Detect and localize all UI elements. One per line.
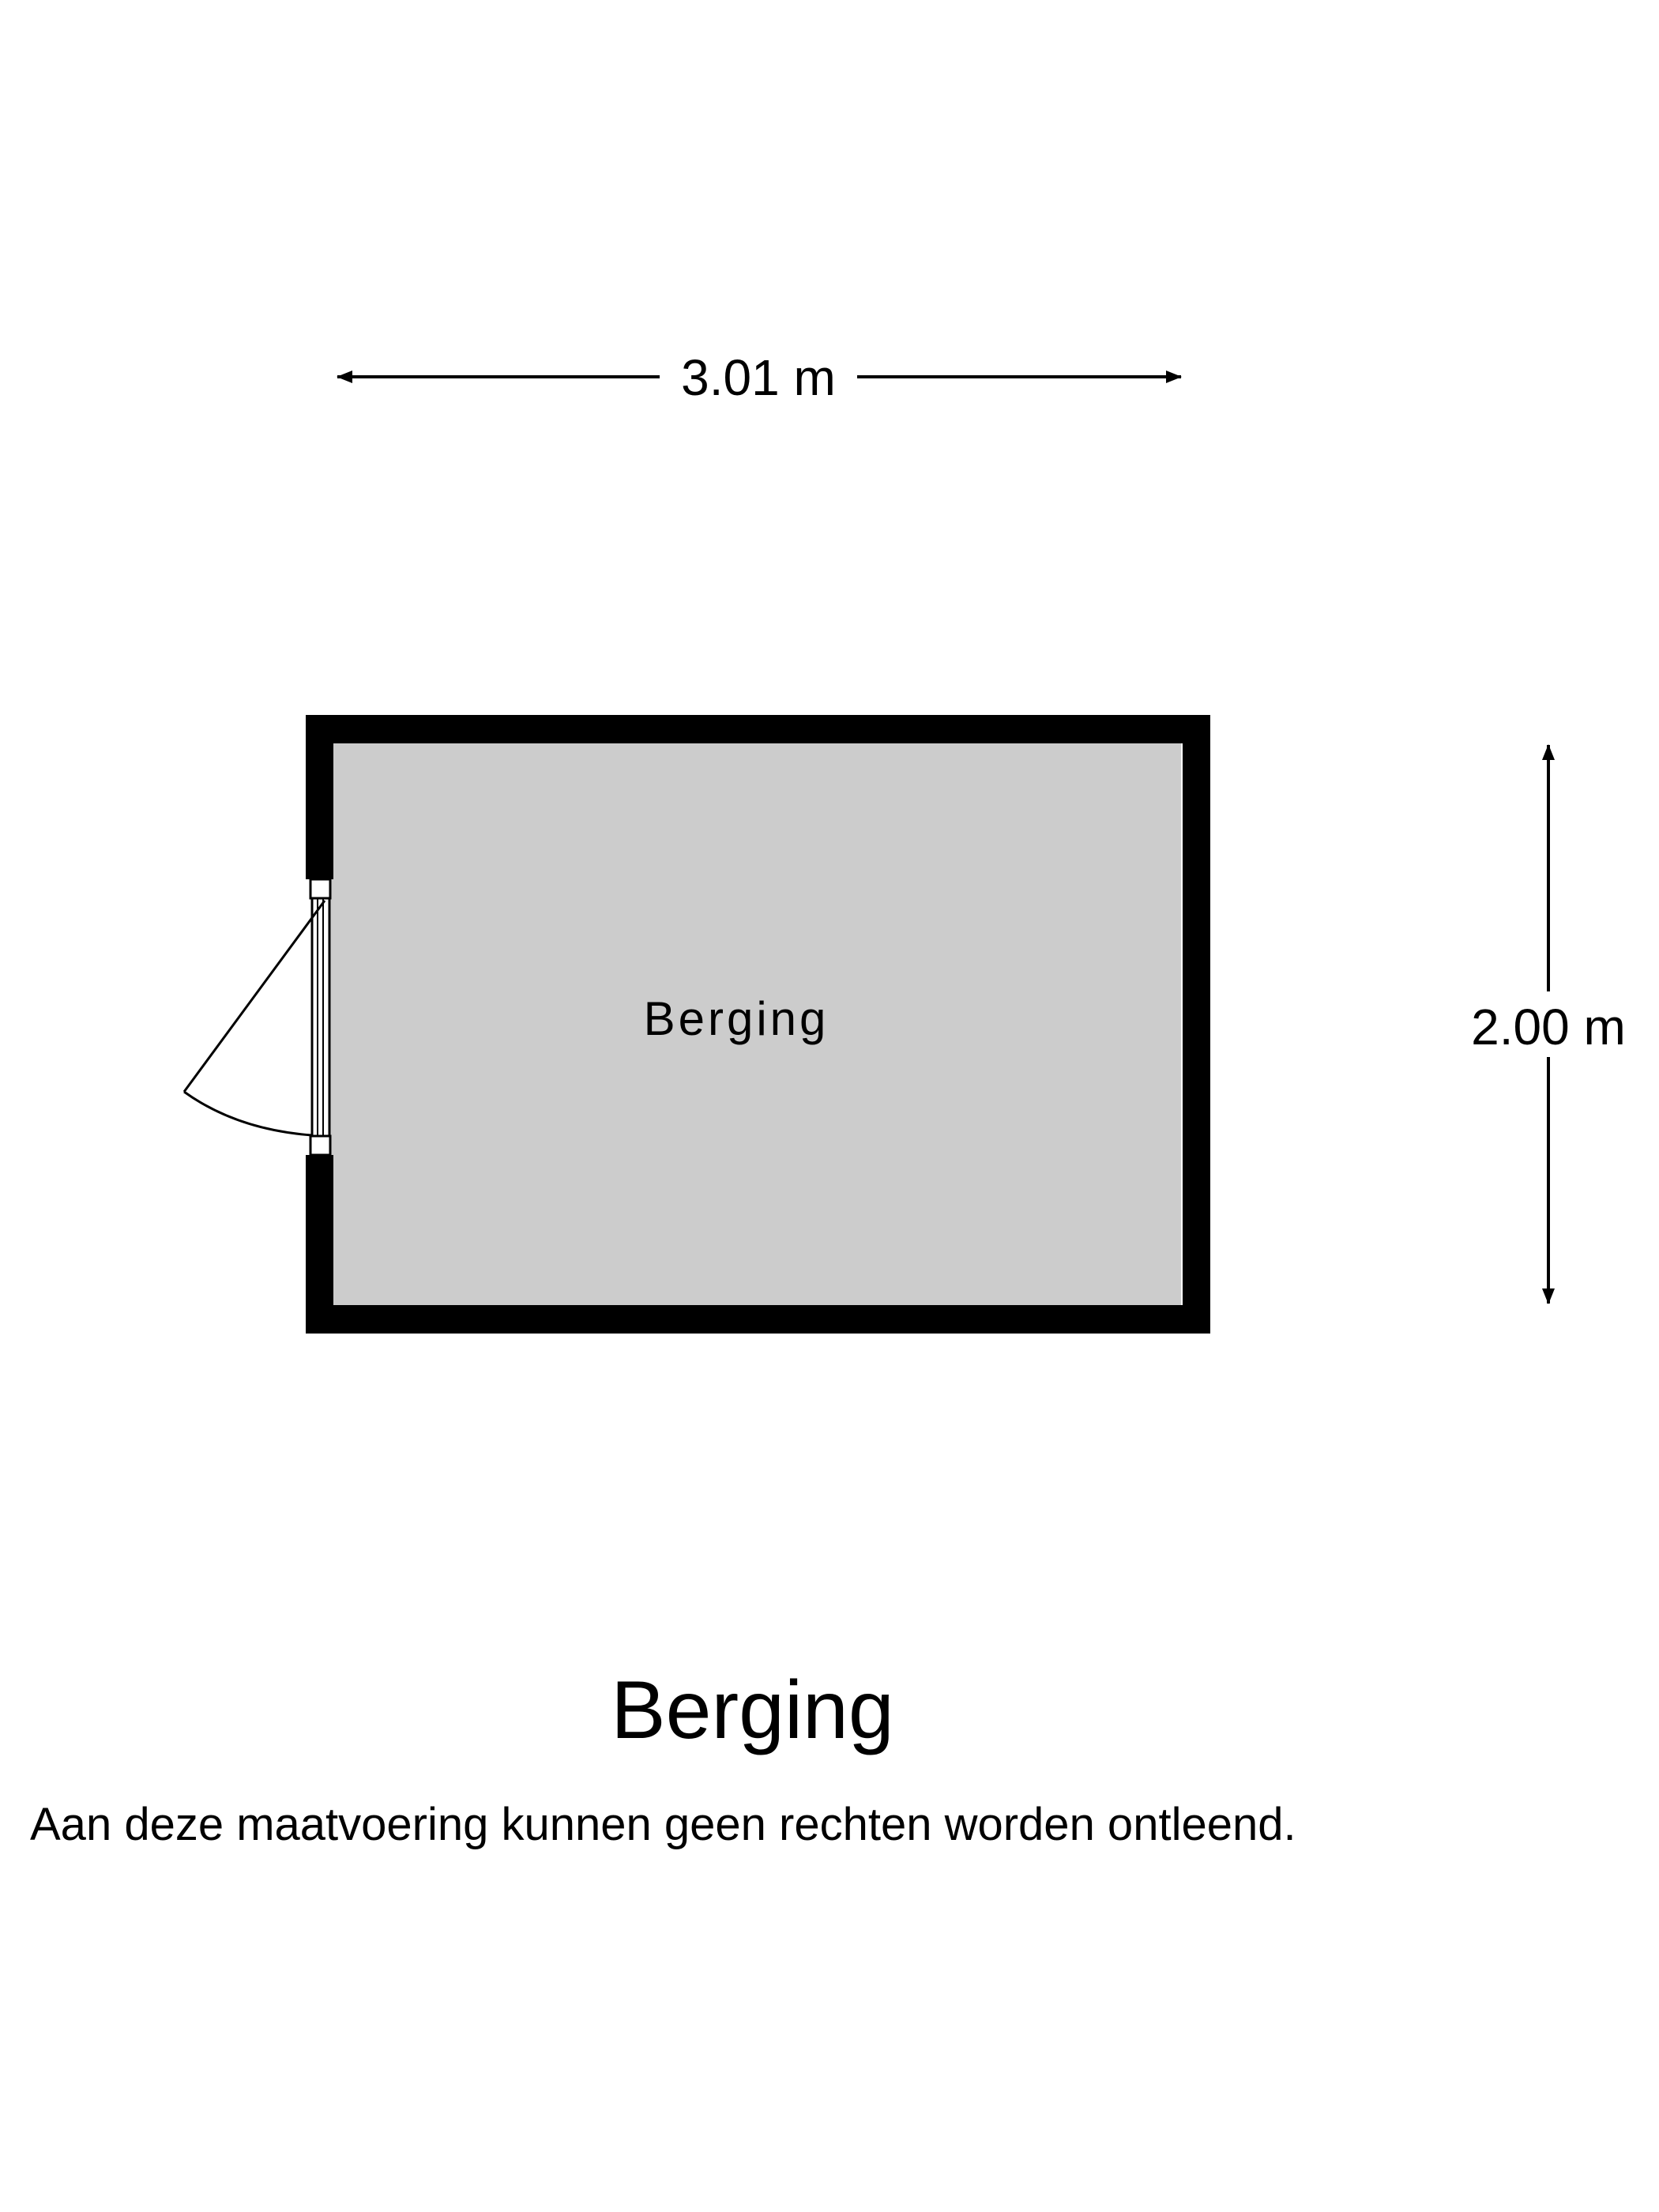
height-dimension-label: 2.00 m <box>1471 999 1626 1055</box>
wall-top <box>306 715 1210 743</box>
room-label: Berging <box>644 992 830 1045</box>
width-dimension-label: 3.01 m <box>681 349 836 406</box>
door-leaf <box>182 900 326 1093</box>
width-dimension: 3.01 m <box>337 349 1182 406</box>
door <box>182 878 332 1157</box>
door-jamb-bottom <box>309 1134 332 1157</box>
wall-left-upper <box>306 715 333 879</box>
wall-right <box>1183 715 1210 1334</box>
door-swing-arc <box>183 1090 313 1137</box>
door-jamb-top <box>309 878 332 900</box>
height-dimension: 2.00 m <box>1471 744 1626 1304</box>
plan-title: Berging <box>611 1665 894 1756</box>
door-frame <box>310 897 331 1138</box>
room-floor <box>324 729 1181 1316</box>
walls <box>306 715 1210 1334</box>
wall-left-lower <box>306 1155 333 1334</box>
wall-bottom <box>306 1305 1210 1334</box>
disclaimer-text: Aan deze maatvoering kunnen geen rechten… <box>30 1799 1296 1850</box>
